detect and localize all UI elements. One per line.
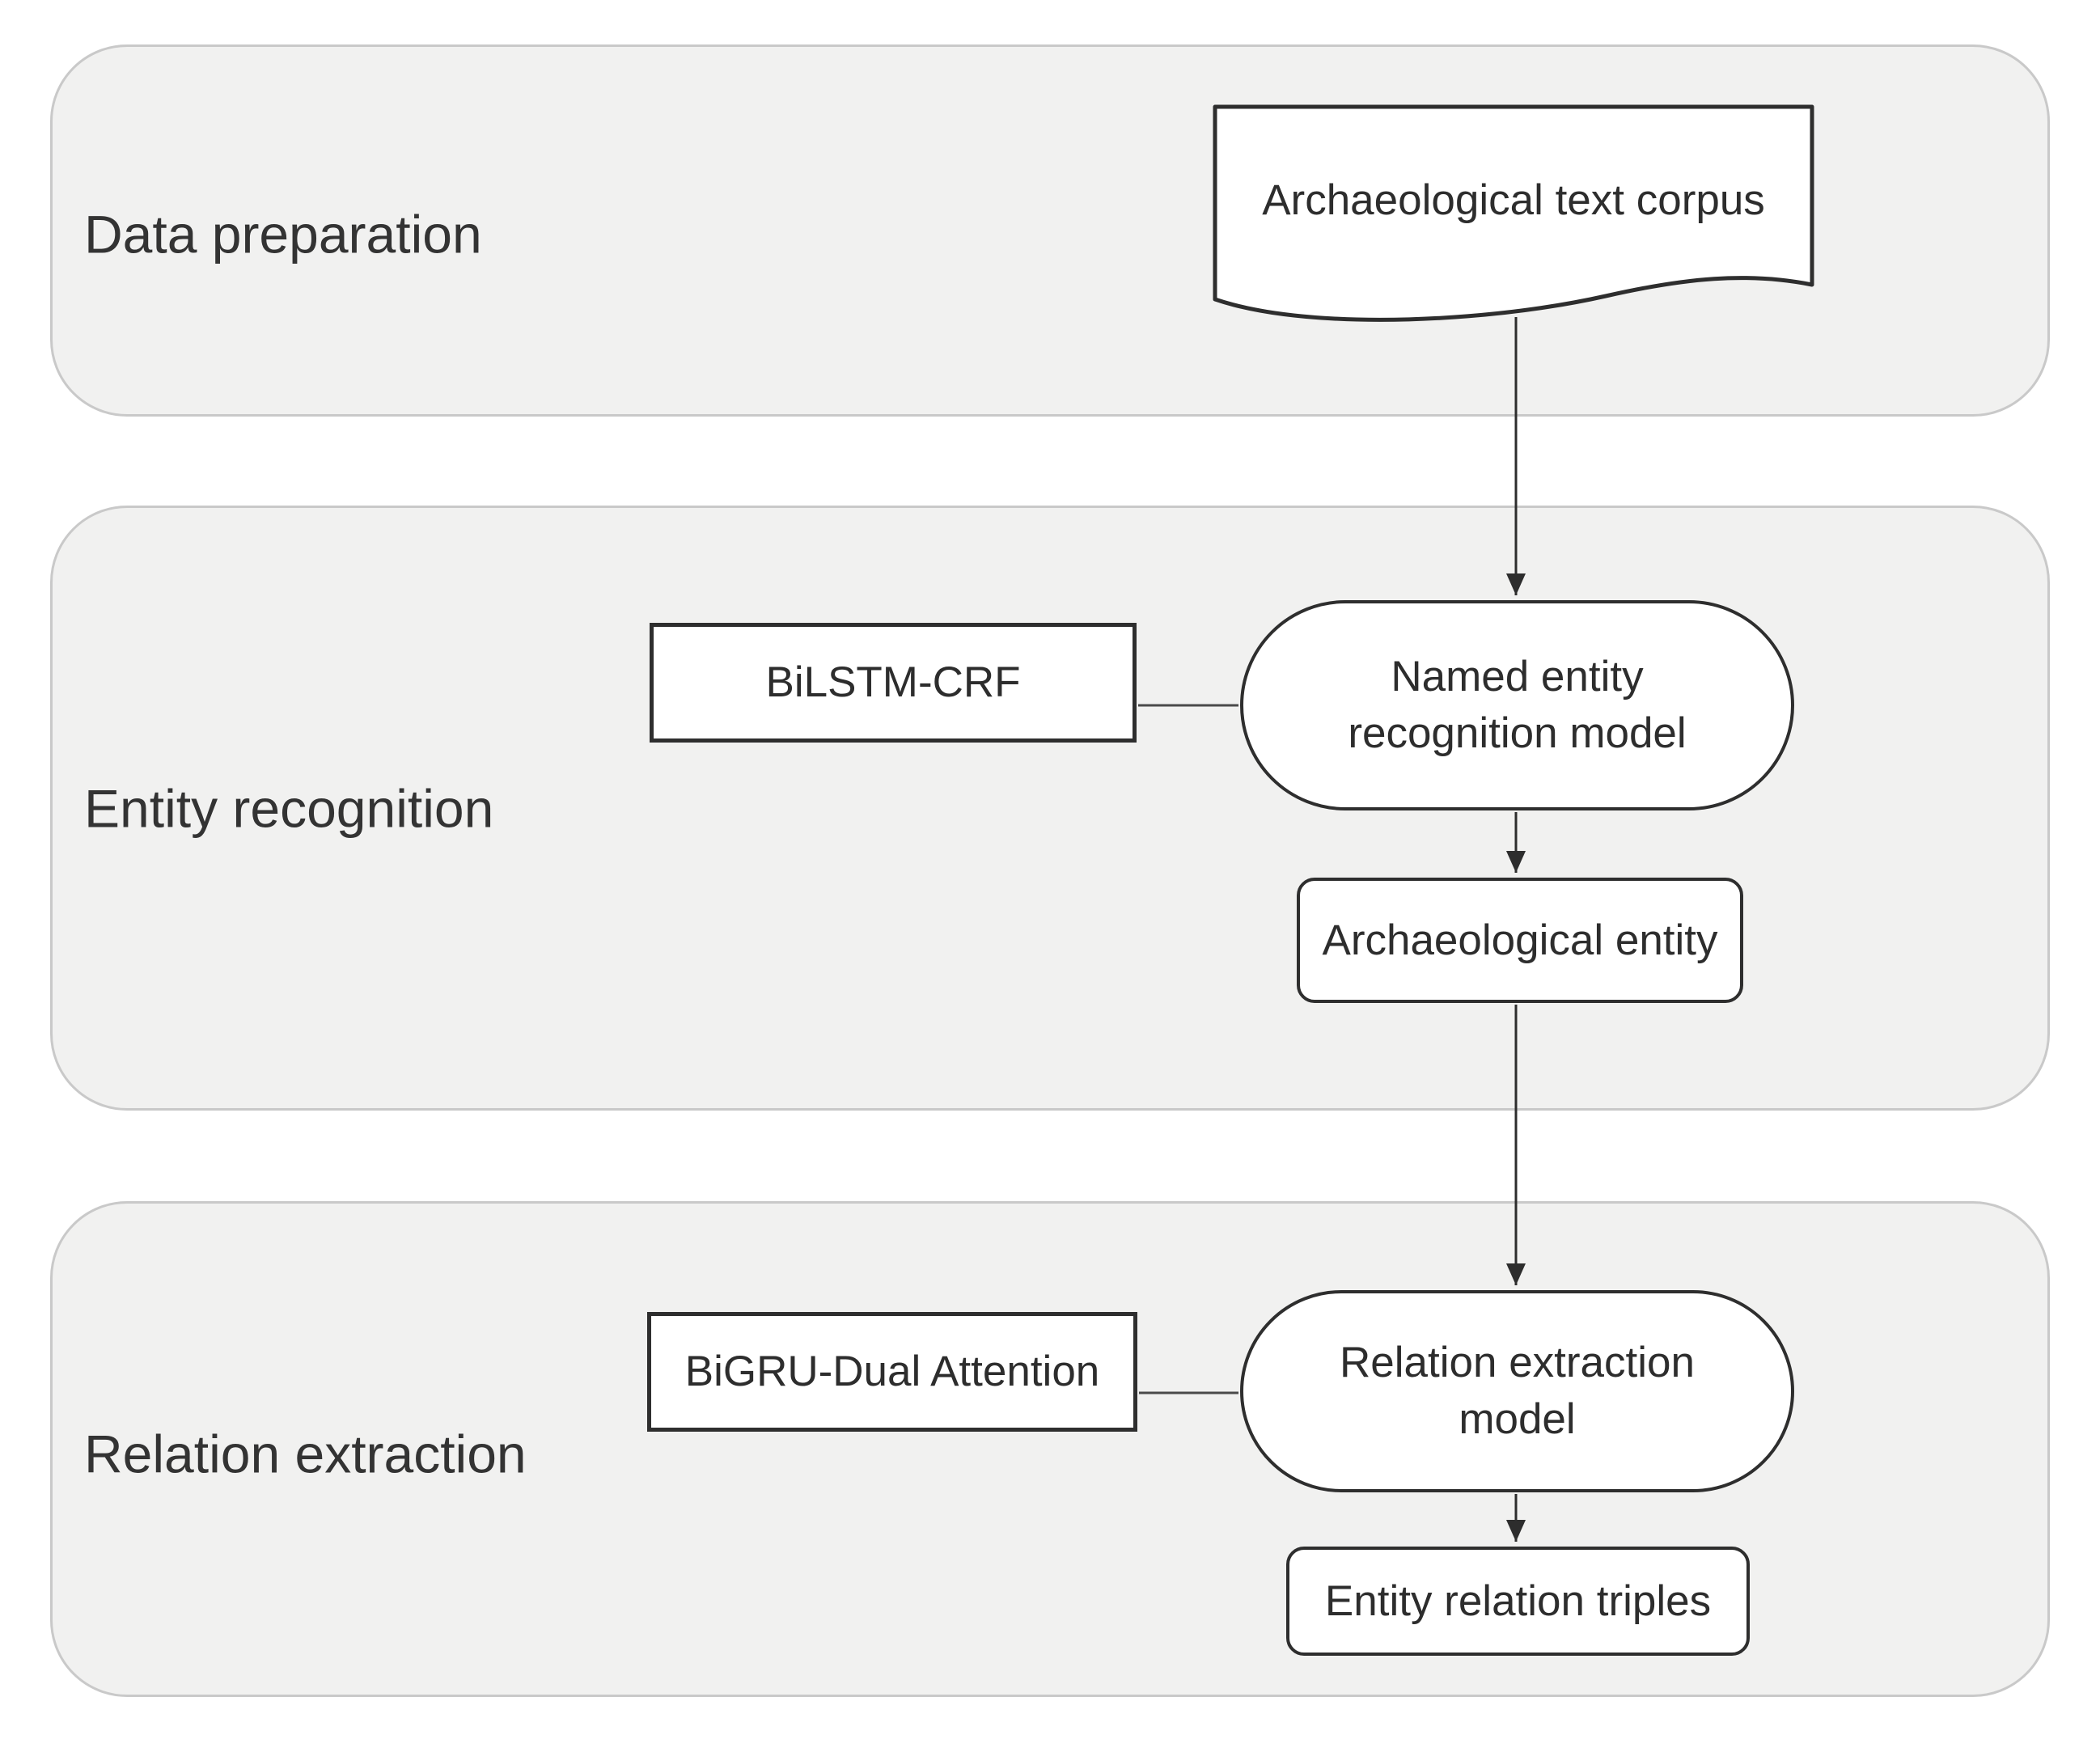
- node-entity-relation-triples: Entity relation triples: [1286, 1547, 1750, 1656]
- node-label-triples: Entity relation triples: [1324, 1576, 1712, 1625]
- node-label-entity: Archaeological entity: [1322, 916, 1718, 964]
- node-bigru-dual-attention: BiGRU-Dual Attention: [647, 1312, 1137, 1432]
- node-archaeological-text-corpus: Archaeological text corpus: [1213, 105, 1814, 295]
- section-label-entity-recognition: Entity recognition: [84, 778, 494, 839]
- section-label-relation-extraction: Relation extraction: [84, 1424, 527, 1484]
- node-named-entity-recognition-model: Named entity recognition model: [1240, 600, 1794, 810]
- node-label-bigru: BiGRU-Dual Attention: [684, 1348, 1100, 1396]
- node-label-ner-model: Named entity recognition model: [1348, 653, 1687, 757]
- section-label-data-preparation: Data preparation: [84, 204, 482, 264]
- node-relation-extraction-model: Relation extraction model: [1240, 1290, 1794, 1492]
- node-label-corpus: Archaeological text corpus: [1262, 176, 1765, 224]
- node-label-bilstm: BiLSTM-CRF: [765, 658, 1021, 707]
- node-archaeological-entity: Archaeological entity: [1297, 878, 1743, 1003]
- node-bilstm-crf: BiLSTM-CRF: [650, 623, 1137, 743]
- node-label-re-model: Relation extraction model: [1340, 1339, 1695, 1443]
